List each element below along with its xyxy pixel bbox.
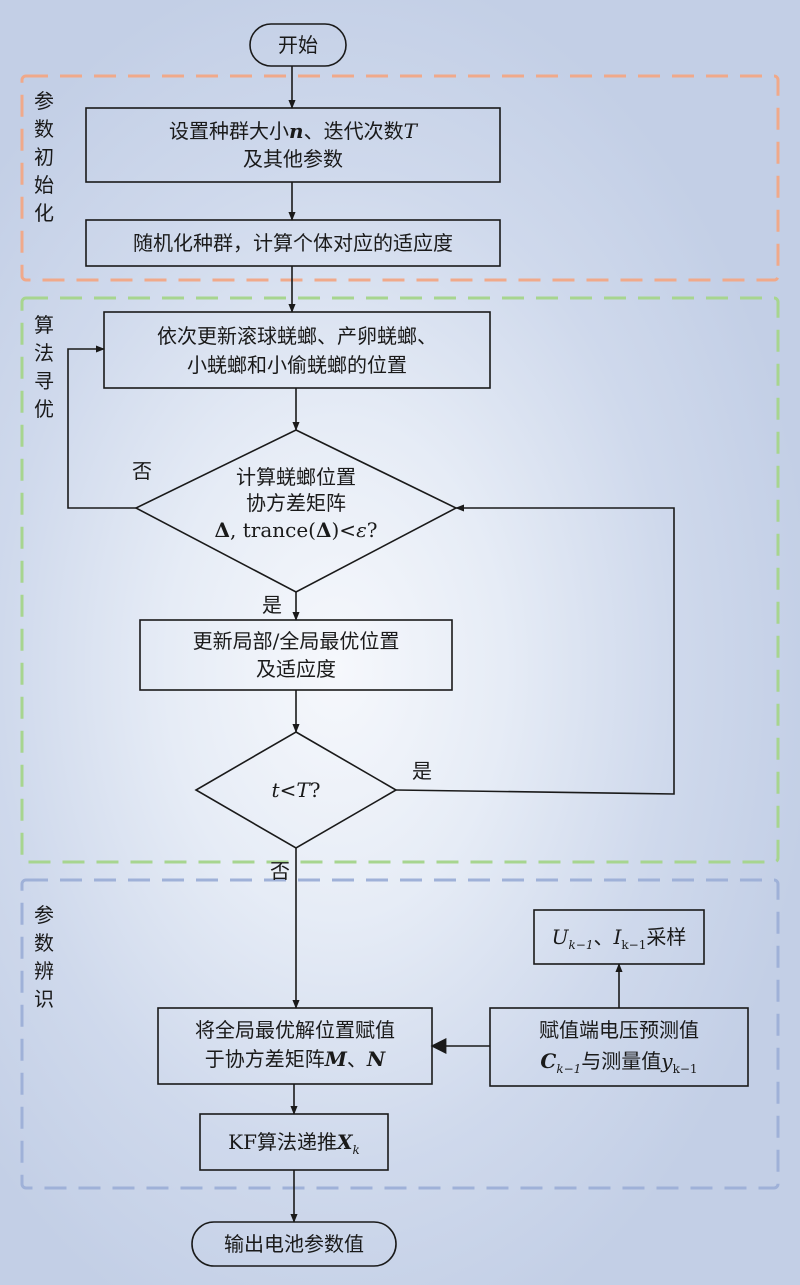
start-terminator — [249, 23, 347, 67]
assign-line2: 于协方差矩阵M、N — [205, 1047, 386, 1071]
section-ident-label: 参 数 辨 识 — [34, 903, 54, 1011]
svg-text:参: 参 — [34, 89, 54, 113]
section-optim-label: 算 法 寻 优 — [34, 313, 54, 421]
assign-line1: 将全局最优解位置赋值 — [195, 1018, 395, 1042]
sample-label: Uk−1、Ik−1采样 — [552, 925, 687, 952]
covariance-check-line1: 计算蜣螂位置 — [236, 465, 356, 489]
update-best-line1: 更新局部/全局最优位置 — [193, 629, 400, 653]
start-label: 开始 — [278, 33, 318, 57]
svg-text:数: 数 — [34, 117, 54, 141]
arrow-iter-yes-loop — [395, 504, 675, 795]
branch-no-cov: 否 — [132, 459, 152, 483]
end-label: 输出电池参数值 — [224, 1232, 364, 1256]
update-best-line2: 及适应度 — [256, 657, 336, 681]
arrow-cov-no-loop — [67, 345, 136, 509]
svg-text:识: 识 — [34, 987, 54, 1011]
update-positions-line2: 小蜣螂和小偷蜣螂的位置 — [187, 353, 407, 377]
section-init-label: 参 数 初 始 化 — [34, 89, 54, 225]
svg-text:优: 优 — [34, 397, 54, 421]
voltage-line1: 赋值端电压预测值 — [539, 1018, 699, 1042]
svg-text:法: 法 — [34, 341, 54, 365]
section-ident-frame — [20, 878, 780, 1190]
svg-text:参: 参 — [34, 903, 54, 927]
branch-yes-cov: 是 — [262, 593, 282, 617]
svg-text:数: 数 — [34, 931, 54, 955]
set-params-line1: 设置种群大小n、迭代次数T — [169, 119, 419, 143]
svg-text:辨: 辨 — [34, 959, 54, 983]
svg-text:初: 初 — [34, 145, 54, 169]
svg-text:始: 始 — [34, 173, 54, 197]
iteration-check-label: t<T? — [272, 778, 321, 802]
randomize-label: 随机化种群，计算个体对应的适应度 — [133, 231, 453, 255]
kf-label: KF算法递推Xk — [228, 1130, 360, 1157]
section-optim-frame — [20, 296, 780, 864]
covariance-check-line3: Δ, trance(Δ)<ε? — [214, 518, 377, 542]
svg-text:寻: 寻 — [34, 369, 54, 393]
covariance-check-line2: 协方差矩阵 — [246, 491, 346, 515]
update-positions-line1: 依次更新滚球蜣螂、产卵蜣螂、 — [157, 324, 437, 348]
svg-text:算: 算 — [34, 313, 54, 337]
section-init-frame — [20, 74, 780, 282]
branch-no-iter: 否 — [270, 859, 290, 883]
svg-text:化: 化 — [34, 201, 54, 225]
set-params-line2: 及其他参数 — [243, 147, 343, 171]
voltage-line2: Ck−1与测量值yk−1 — [540, 1049, 697, 1076]
branch-yes-iter: 是 — [412, 759, 432, 783]
